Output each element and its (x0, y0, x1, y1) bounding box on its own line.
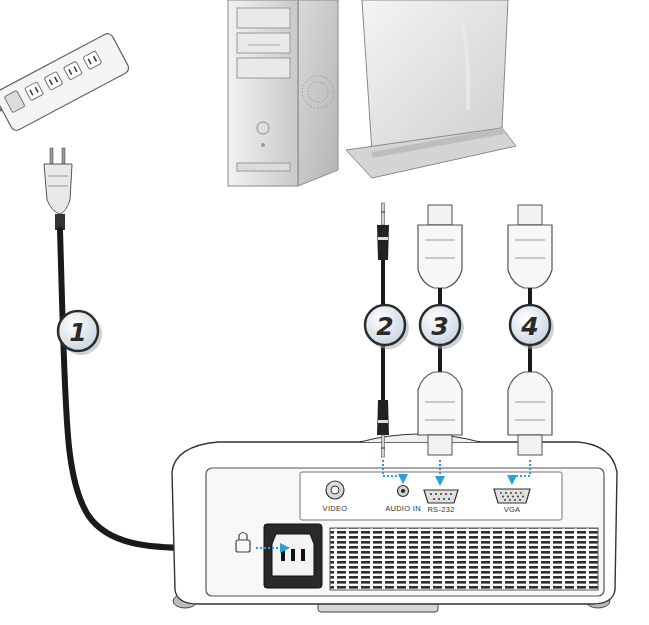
port-label: VGA (504, 506, 521, 514)
desktop-tower (228, 0, 338, 186)
callout-number: 4 (521, 314, 538, 339)
port-label: VIDEO (323, 505, 348, 513)
vga-cable (508, 205, 552, 455)
projector (172, 434, 617, 612)
callout-number: 2 (376, 314, 393, 339)
port-label: RS-232 (427, 506, 454, 514)
callout-number: 1 (69, 320, 86, 345)
port-label: AUDIO IN (385, 505, 421, 513)
power-strip (0, 32, 131, 142)
callout-number: 3 (431, 314, 448, 339)
serial-cable (418, 205, 462, 455)
laptop (346, 0, 516, 178)
callout-circles (58, 305, 554, 355)
guide-lines (256, 460, 530, 548)
